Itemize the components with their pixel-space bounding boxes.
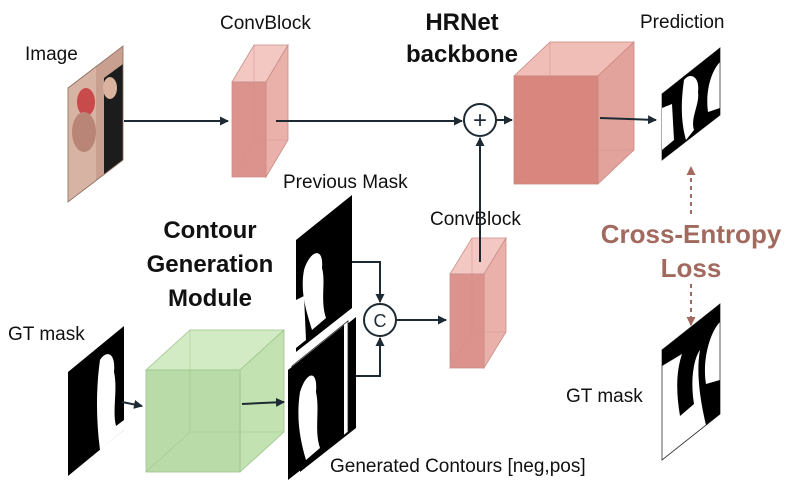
gt-mask-right	[661, 303, 721, 461]
concat-symbol: C	[374, 311, 387, 331]
sum-node: +	[463, 103, 497, 137]
conv-block-top	[231, 43, 289, 179]
prediction-mask	[661, 47, 721, 161]
gt-mask-left-label: GT mask	[8, 324, 85, 345]
gt-mask-left	[68, 326, 124, 476]
conv-block-bottom	[449, 236, 507, 370]
convblock-top-label: ConvBlock	[220, 13, 311, 34]
hrnet-title-line2: backbone	[406, 41, 518, 68]
contour-generation-module	[144, 329, 286, 473]
previous-mask-label: Previous Mask	[283, 172, 408, 193]
image-label: Image	[25, 44, 78, 65]
plus-symbol: +	[473, 107, 487, 134]
arrow-contours-to-concat	[356, 337, 385, 377]
loss-label-line1: Cross-Entropy	[601, 219, 782, 249]
cgm-title-line3: Module	[168, 285, 252, 312]
arrow-cgm-to-contours	[241, 397, 285, 407]
gt-mask-right-label: GT mask	[566, 386, 643, 407]
hrnet-block	[512, 41, 636, 185]
input-image	[67, 45, 124, 203]
cgm-title-line1: Contour	[163, 217, 256, 244]
loss-label-line2: Loss	[661, 253, 722, 283]
arrow-hrnet-to-prediction	[599, 115, 657, 125]
concat-node: C	[363, 303, 397, 337]
arrow-previous-mask-to-concat	[352, 261, 385, 303]
cgm-title-line2: Generation	[147, 251, 274, 278]
generated-contours-label: Generated Contours [neg,pos]	[330, 456, 586, 477]
convblock-bottom-label: ConvBlock	[430, 209, 521, 230]
hrnet-title-line1: HRNet	[425, 9, 498, 36]
previous-mask	[296, 195, 352, 352]
arrow-gtmask-to-cgm	[121, 400, 143, 409]
prediction-label: Prediction	[640, 12, 725, 33]
generated-contours	[288, 317, 356, 480]
